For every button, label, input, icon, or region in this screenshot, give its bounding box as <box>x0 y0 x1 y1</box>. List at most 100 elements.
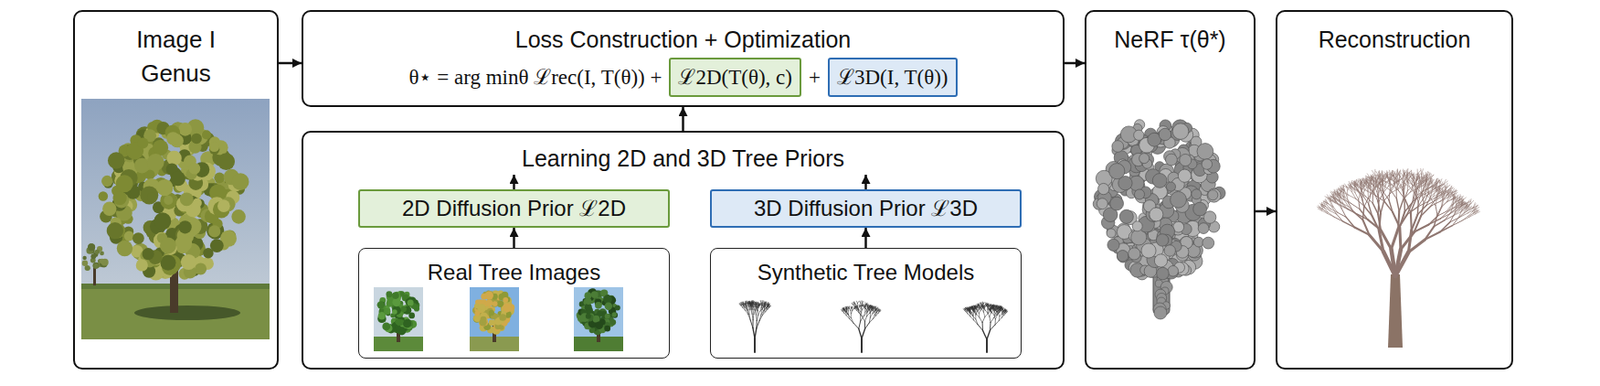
synthetic-tree-model-part <box>867 306 869 308</box>
synthetic-tree-model-part <box>855 307 858 310</box>
synthetic-tree-model-part <box>977 303 979 305</box>
input-photo-part-part <box>93 264 98 269</box>
synthetic-tree-model-part <box>758 303 760 306</box>
synthetic-tree-model-part <box>988 304 991 306</box>
synthetic-tree-model-part <box>751 308 753 314</box>
synthetic-tree-model-part <box>987 305 990 307</box>
synthetic-tree-model-part <box>853 301 855 304</box>
input-photo-part-part <box>208 224 221 237</box>
real-tree-thumbnail-part-part <box>612 311 618 318</box>
synthetic-tree-model-part <box>744 302 747 305</box>
nerf-mesh-part <box>1158 127 1171 140</box>
real-tree-thumbnail-part-part <box>383 307 391 315</box>
synthetic-tree-model-part <box>766 306 769 308</box>
synthetic-tree-model-part <box>964 307 967 309</box>
nerf-mesh-part <box>1141 243 1156 258</box>
synthetic-tree-model-part <box>853 322 859 329</box>
real-tree-thumbnail-part-part <box>469 286 520 351</box>
synthetic-tree-model-part <box>845 307 848 309</box>
synthetic-tree-model-part <box>864 304 866 307</box>
synthetic-tree-model-part <box>996 308 998 312</box>
synthetic-tree-model-part <box>853 302 856 305</box>
real-tree-thumbnail-part-part <box>394 317 401 324</box>
nerf-mesh-part <box>1132 221 1143 232</box>
synthetic-tree-model-part <box>756 302 758 305</box>
synthetic-tree-model-part <box>1000 308 1003 310</box>
synthetic-tree-model-part <box>990 309 992 313</box>
real-tree-thumbnail <box>469 286 520 351</box>
synthetic-tree-model-part <box>762 311 765 316</box>
synthetic-tree-model-part <box>860 306 863 309</box>
synthetic-tree-model-part <box>842 310 845 313</box>
real-tree-thumbnail-part-part <box>591 290 599 298</box>
reconstructed-tree-part <box>1322 210 1328 213</box>
real-tree-thumbnail <box>573 286 624 351</box>
synthetic-tree-model-part <box>741 303 743 306</box>
synthetic-tree-model-part <box>988 308 990 310</box>
synthetic-tree-model-part <box>983 306 985 308</box>
real-tree-thumbnail-part-part <box>392 305 402 315</box>
synthetic-tree-model-part <box>989 308 991 310</box>
synthetic-tree-model-part <box>973 316 976 319</box>
synthetic-tree-model-part <box>984 305 986 307</box>
synthetic-tree-model-part <box>758 305 760 308</box>
synthetic-tree-model-part <box>983 307 985 312</box>
synthetic-tree-model-part <box>1000 307 1002 308</box>
synthetic-tree-model-part <box>850 306 852 308</box>
synthetic-tree-model-part <box>747 309 750 314</box>
synthetic-tree-model-part <box>755 314 758 321</box>
synthetic-tree-model-part <box>752 306 753 309</box>
synthetic-tree-model-part <box>748 306 751 310</box>
synthetic-tree-model-part <box>983 302 985 304</box>
synthetic-tree-model-part <box>752 301 755 304</box>
synthetic-tree-model-part <box>759 303 761 306</box>
synthetic-tree-model-part <box>857 303 859 307</box>
synthetic-tree-model-part <box>1002 312 1005 315</box>
synthetic-tree-model-part <box>756 307 758 311</box>
synthetic-tree-model-part <box>979 317 983 323</box>
input-photo-part-part <box>106 222 124 239</box>
real-tree-thumbnail <box>373 286 424 351</box>
synthetic-tree-model-part <box>988 307 991 310</box>
synthetic-tree-model-part <box>971 306 973 308</box>
synthetic-tree-model-part <box>966 308 968 310</box>
synthetic-tree-model-part <box>867 303 869 306</box>
input-photo-part-part <box>175 234 193 253</box>
synthetic-tree-model-part <box>997 306 999 308</box>
synthetic-tree-model-part <box>981 306 983 308</box>
nerf-mesh-part <box>1164 244 1176 256</box>
synthetic-tree-model-part <box>870 307 873 310</box>
synthetic-tree-model-part <box>845 308 847 312</box>
synthetic-tree-model-part <box>873 309 876 312</box>
synthetic-tree-model-part <box>756 320 760 329</box>
synthetic-tree-model-part <box>1006 310 1008 312</box>
synthetic-tree-model-part <box>755 305 757 308</box>
synthetic-tree-model-part <box>971 306 973 308</box>
synthetic-tree-model-part <box>859 306 862 308</box>
synthetic-tree-model-part <box>861 328 866 339</box>
synthetic-tree-model-part <box>868 307 871 309</box>
synthetic-tree-model-part <box>974 319 979 325</box>
synthetic-tree-model-part <box>751 303 753 306</box>
synthetic-tree-model-part <box>972 305 974 308</box>
synthetic-tree-model-part <box>767 307 769 310</box>
synthetic-tree-model-part <box>996 306 997 308</box>
synthetic-tree-model-part <box>847 306 849 308</box>
synthetic-tree-model-part <box>989 305 991 308</box>
synthetic-tree-model-part <box>752 301 753 304</box>
synthetic-tree-model-part <box>995 306 997 308</box>
synthetic-tree-model-part <box>751 308 753 314</box>
synthetic-tree-model-part <box>843 307 845 310</box>
synthetic-tree-model-part <box>966 307 968 309</box>
synthetic-tree-model-part <box>753 306 755 310</box>
synthetic-tree-model-part <box>1004 311 1006 314</box>
synthetic-tree-model-part <box>971 312 974 317</box>
synthetic-tree-model-part <box>971 306 973 308</box>
synthetic-tree-model-part <box>767 304 769 307</box>
synthetic-tree-model-part <box>866 304 869 307</box>
synthetic-tree-model-part <box>763 304 766 308</box>
synthetic-tree-model-part <box>868 307 870 310</box>
synthetic-tree-model-part <box>874 307 876 310</box>
input-photo-part-part <box>98 190 108 201</box>
synthetic-tree-model-part <box>974 307 975 309</box>
